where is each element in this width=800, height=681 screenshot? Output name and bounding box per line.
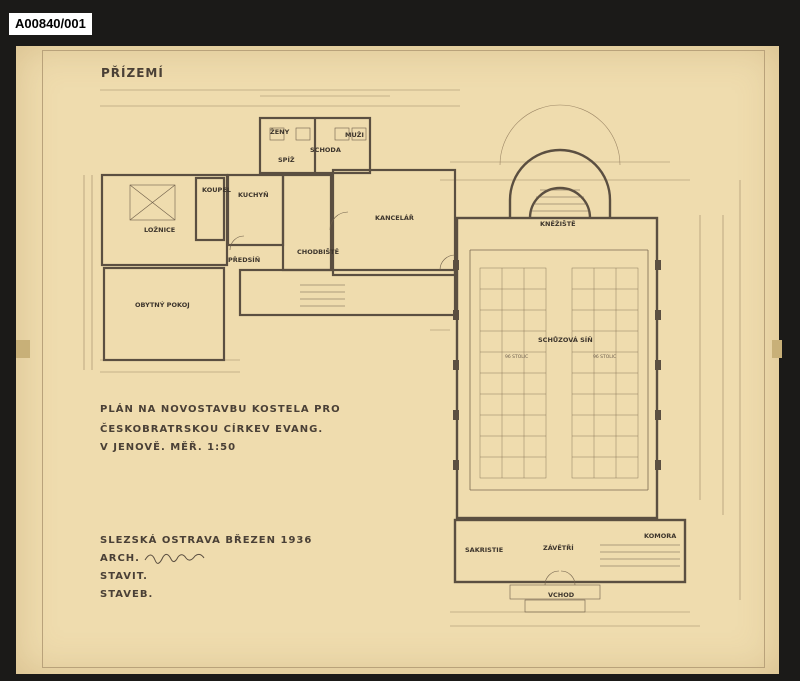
room-zeny: ŽENY — [270, 127, 290, 136]
stavitel-label: STAVIT. — [100, 571, 148, 582]
room-kancelar: KANCELÁŘ — [375, 213, 414, 222]
room-koupel: KOUPEL — [202, 186, 231, 194]
title-line-3: V JENOVĚ. MĚŘ. 1:50 — [100, 442, 237, 453]
room-spiz: SPÍŽ — [278, 155, 295, 164]
pews-right-label: 96 STOLIC — [593, 354, 616, 360]
room-sakristie: SAKRISTIE — [465, 546, 503, 554]
room-sal: SCHŮZOVÁ SÍŇ — [538, 335, 593, 344]
room-muzi: MUŽI — [345, 130, 364, 139]
room-vchod: VCHOD — [548, 591, 575, 599]
title-line-2: ČESKOBRATRSKOU CÍRKEV EVANG. — [100, 424, 324, 435]
place-date: SLEZSKÁ OSTRAVA BŘEZEN 1936 — [100, 535, 313, 546]
tape-mark — [16, 340, 30, 358]
sheet-border — [16, 46, 779, 674]
title-line-1: PLÁN NA NOVOSTAVBU KOSTELA PRO — [100, 404, 341, 415]
room-loznice: LOŽNICE — [144, 225, 175, 234]
pews-left-label: 96 STOLIC — [505, 354, 528, 360]
floor-label: PŘÍZEMÍ — [101, 66, 164, 80]
catalog-number: A00840/001 — [9, 13, 92, 35]
room-chodbiste: CHODBIŠTĚ — [297, 247, 339, 256]
room-predsin: PŘEDSÍŇ — [228, 255, 260, 264]
room-zavetri: ZÁVĚTŘÍ — [543, 543, 574, 552]
arch-label: ARCH. — [100, 553, 140, 564]
room-obytny-pokoj: OBYTNÝ POKOJ — [135, 300, 190, 309]
room-kneziste: KNĚŽIŠTĚ — [540, 219, 576, 228]
staveb-label: STAVEB. — [100, 589, 154, 600]
tape-mark — [772, 340, 782, 358]
room-schoda: SCHODA — [310, 146, 341, 154]
room-komora: KOMORA — [644, 532, 676, 540]
room-kuchyn: KUCHYŇ — [238, 190, 269, 199]
